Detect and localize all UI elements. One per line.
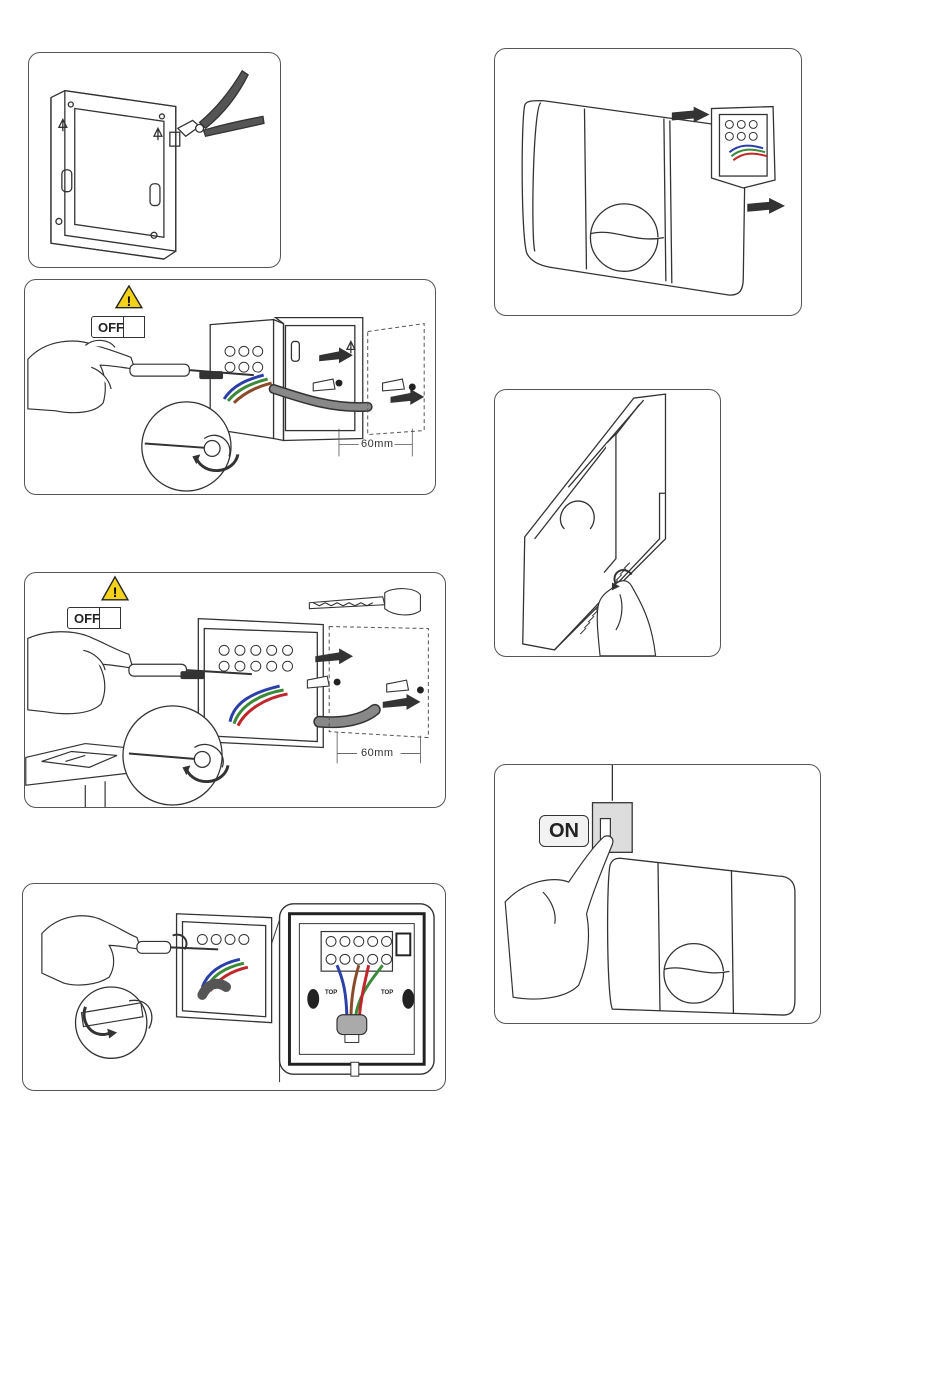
step-1-remove-knockout-panel	[28, 52, 281, 268]
step-2-mount-junction-box-panel: !	[24, 279, 436, 495]
switch-icon	[99, 607, 121, 629]
step-6-secure-cover-panel	[494, 389, 721, 657]
switch-icon	[123, 316, 145, 338]
on-switch-label: ON	[539, 815, 589, 847]
attach-cover-illustration	[495, 49, 801, 315]
step-5-attach-cover-panel	[494, 48, 802, 316]
inset-top-label-left: TOP	[325, 990, 337, 996]
wiring-illustration	[23, 884, 445, 1090]
mounting-illustration: !	[25, 280, 435, 494]
step-7-power-on-panel: ON	[494, 764, 821, 1024]
step-3-drill-and-fix-panel: !	[24, 572, 446, 808]
secure-cover-illustration	[495, 390, 720, 656]
frame-pliers-illustration	[29, 53, 280, 267]
dimension-label: 60mm	[361, 438, 394, 450]
power-on-illustration	[495, 765, 820, 1023]
dimension-label: 60mm	[361, 747, 394, 759]
svg-text:!: !	[127, 293, 132, 309]
svg-text:!: !	[113, 584, 118, 600]
step-4-connect-wires-panel: TOP TOP	[22, 883, 446, 1091]
inset-top-label-right: TOP	[381, 990, 393, 996]
